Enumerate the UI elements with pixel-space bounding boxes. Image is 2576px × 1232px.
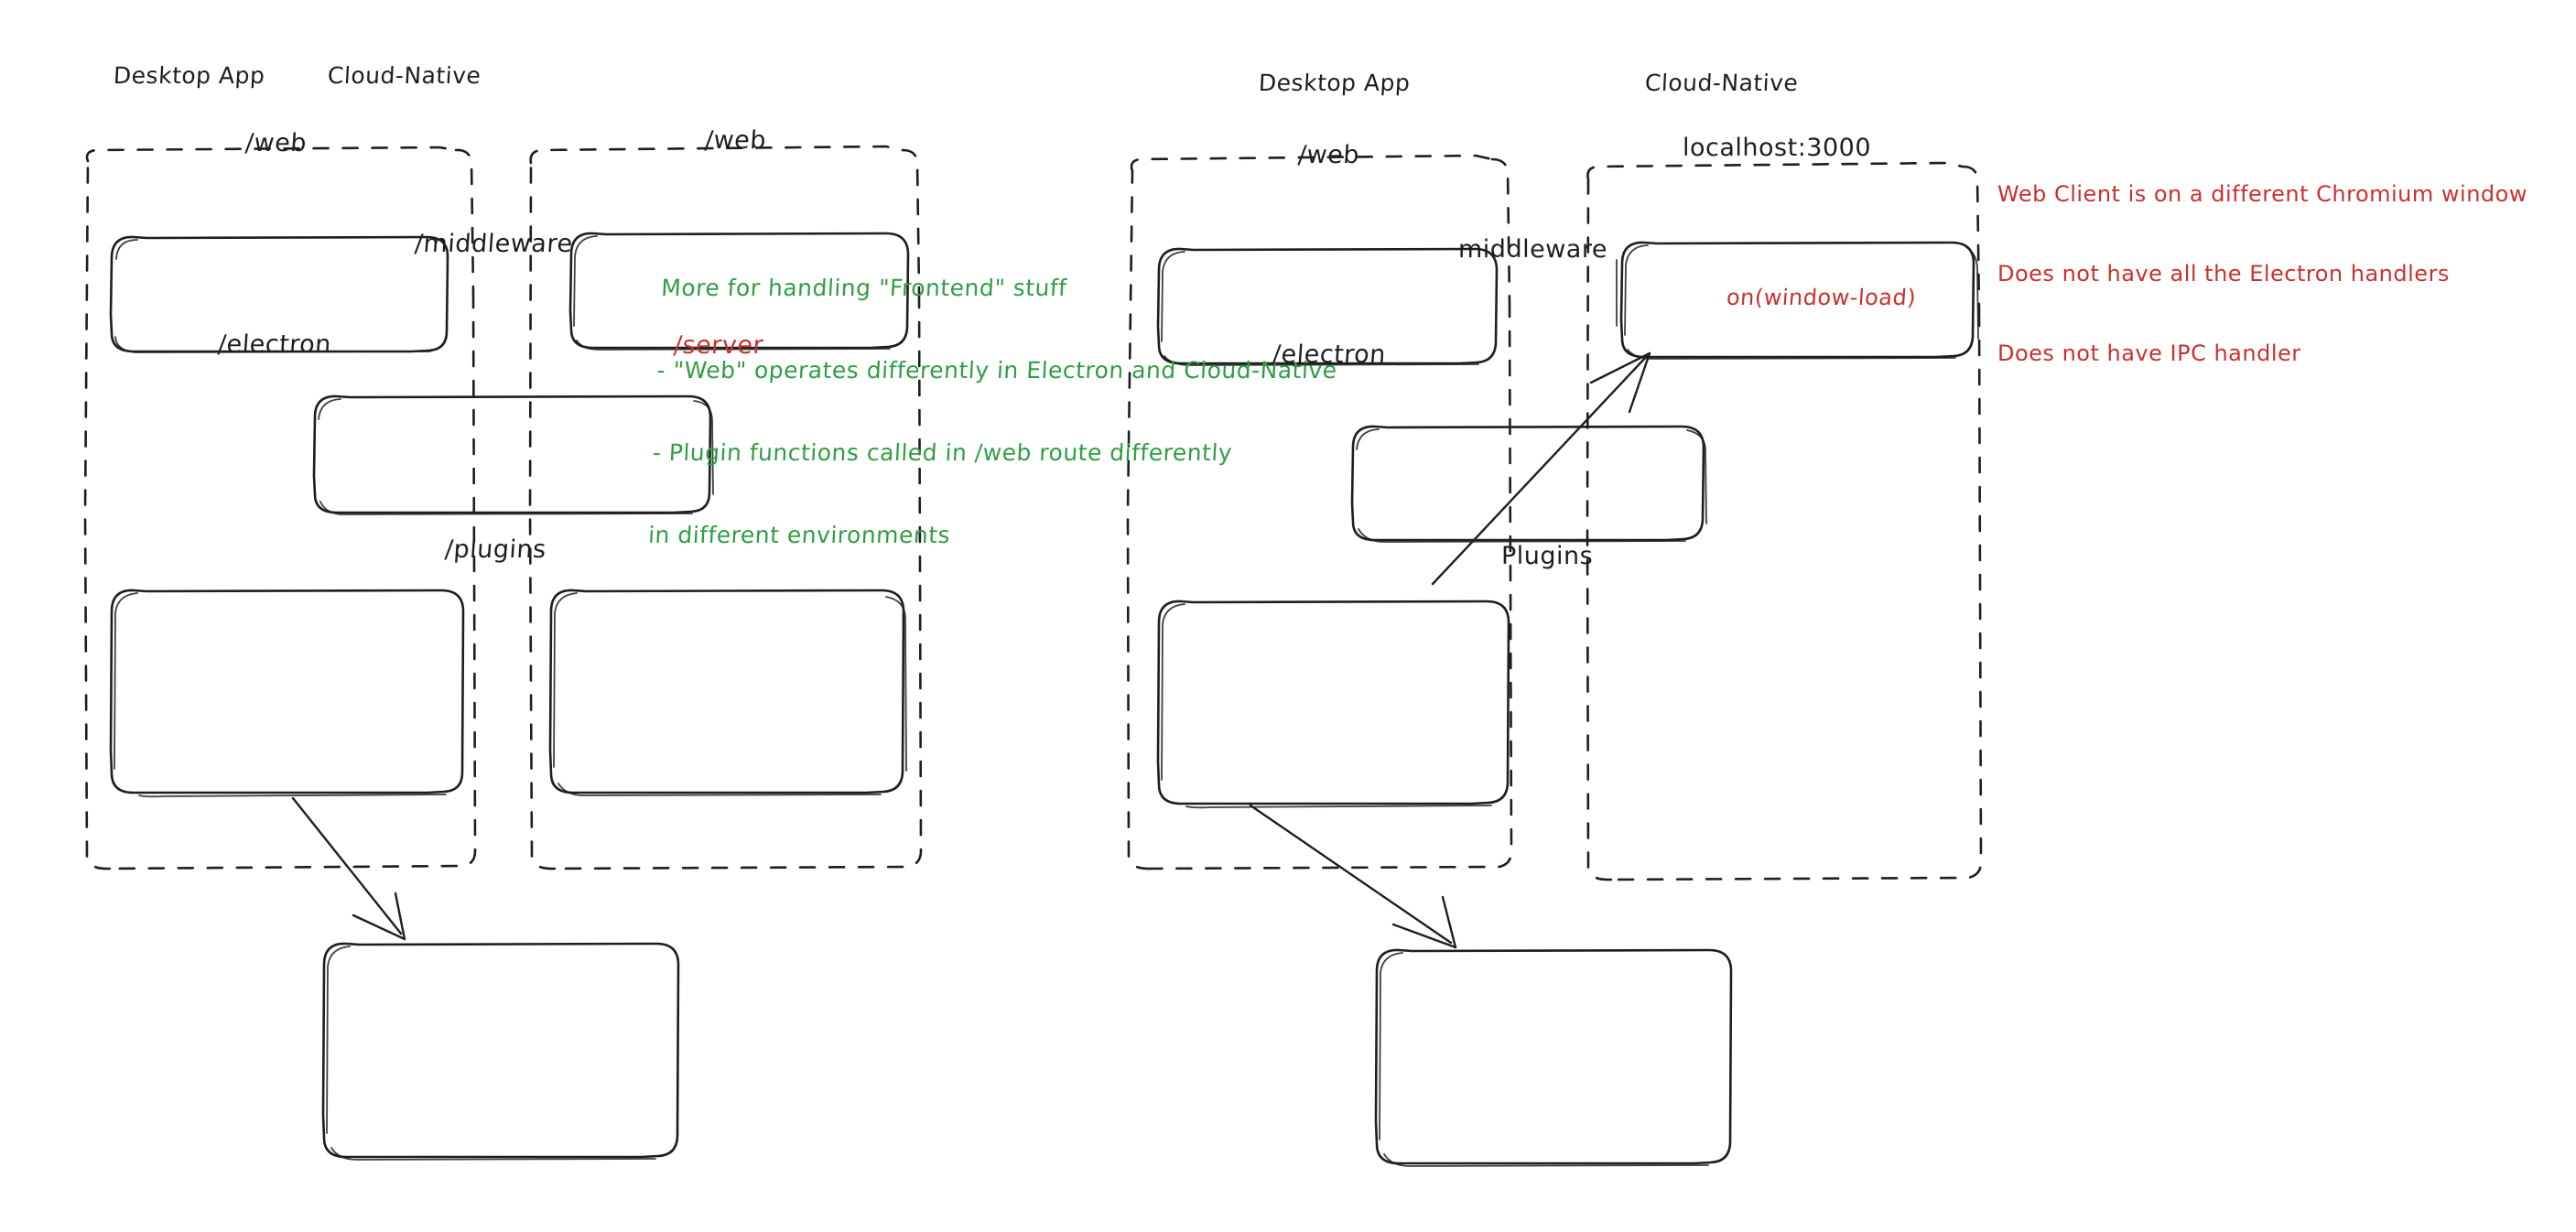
box-label-right-desktop-web: /web: [1296, 141, 1361, 169]
annotation-green: More for handling "Frontend" stuff - "We…: [646, 220, 1345, 577]
annotation-green-line-1: More for handling "Frontend" stuff: [660, 275, 1068, 301]
box-right-electron[interactable]: [1156, 600, 1510, 809]
box-right-plugins[interactable]: [1374, 948, 1733, 1167]
annotation-green-line-3: - Plugin functions called in /web route …: [652, 439, 1233, 466]
annotation-red-line-2: Does not have all the Electron handlers: [1997, 261, 2450, 286]
group-right-cloud-native: [1586, 161, 1983, 881]
annotation-red: Web Client is on a different Chromium wi…: [1997, 128, 2527, 394]
box-label-right-electron: /electron: [1271, 340, 1387, 369]
box-left-plugins[interactable]: [321, 942, 680, 1161]
box-left-desktop-web[interactable]: [109, 235, 449, 353]
annotation-green-line-4: in different environments: [647, 522, 951, 548]
box-left-middleware[interactable]: [312, 394, 714, 515]
annotation-red-line-3: Does not have IPC handler: [1997, 340, 2301, 366]
arrow-right-electron-to-localhost: [1431, 351, 1651, 586]
group-left-desktop-app: [83, 146, 477, 870]
box-label-right-middleware: middleware: [1458, 235, 1607, 264]
box-label-right-localhost: localhost:3000: [1683, 134, 1872, 162]
group-right-desktop-app: [1126, 154, 1513, 870]
group-title-left-cloud-native: Cloud-Native: [327, 62, 482, 89]
box-left-cloud-web[interactable]: [568, 232, 910, 351]
arrow-left-electron-to-plugins: [291, 796, 406, 941]
annotation-green-line-2: - "Web" operates differently in Electron…: [655, 357, 1338, 384]
box-label-left-cloud-web: /web: [703, 126, 768, 155]
group-title-right-desktop-app: Desktop App: [1258, 70, 1412, 96]
box-right-desktop-web[interactable]: [1156, 247, 1499, 366]
box-left-electron[interactable]: [109, 589, 465, 798]
box-label-left-electron: /electron: [216, 330, 332, 359]
box-label-left-middleware: /middleware: [413, 230, 574, 258]
annotation-red-line-1: Web Client is on a different Chromium wi…: [1997, 181, 2527, 207]
group-title-right-cloud-native: Cloud-Native: [1644, 70, 1800, 96]
box-label-left-desktop-web: /web: [244, 129, 308, 157]
box-right-middleware[interactable]: [1350, 425, 1707, 543]
arrow-right-electron-to-plugins: [1249, 804, 1457, 949]
box-left-server[interactable]: [548, 589, 907, 796]
group-title-left-desktop-app: Desktop App: [113, 62, 266, 89]
box-sublabel-right-localhost-onwindowload: on(window-load): [1726, 285, 1918, 310]
group-left-cloud-native: [528, 145, 923, 870]
box-label-left-plugins: /plugins: [443, 535, 547, 564]
box-right-localhost[interactable]: [1616, 241, 1979, 360]
box-label-right-plugins: Plugins: [1501, 542, 1594, 570]
